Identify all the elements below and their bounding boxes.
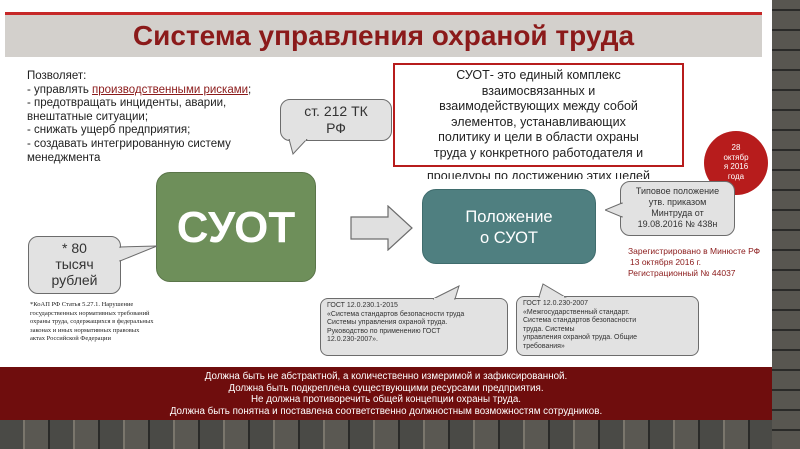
slide: Система управления охраной труда Позволя… bbox=[0, 0, 772, 420]
slide-title: Система управления охраной труда bbox=[132, 20, 635, 51]
fine-callout: * 80 тысяч рублей bbox=[28, 236, 158, 294]
callout-tail bbox=[432, 285, 460, 300]
background-brick-right bbox=[772, 0, 800, 449]
gost2-line: ГОСТ 12.0.230-2007 bbox=[523, 300, 589, 307]
tipovoe-line: Минтруда от bbox=[651, 208, 704, 218]
suot-def-line: труда у конкретного работодателя и bbox=[433, 145, 644, 160]
title-accent-line bbox=[5, 12, 762, 15]
article-212-line2: РФ bbox=[326, 120, 346, 136]
tipovoe-line: утв. приказом bbox=[648, 197, 707, 207]
footnote-line: *КоАП РФ Статья 5.27.1. Нарушение bbox=[30, 301, 134, 308]
callout-tail bbox=[538, 283, 567, 298]
date-badge-month: октябр bbox=[723, 152, 749, 162]
callout-tail bbox=[288, 139, 308, 155]
allows-item-integrated: - создавать интегрированную систему bbox=[27, 137, 231, 150]
requirement-line: Должна быть не абстрактной, а количестве… bbox=[204, 371, 568, 382]
fine-line: рублей bbox=[51, 272, 98, 288]
registration-line: Зарегистрировано в Минюсте РФ bbox=[628, 246, 761, 256]
fine-line: * 80 bbox=[62, 240, 87, 256]
gost-2015-callout: ГОСТ 12.0.230.1-2015 «Система стандартов… bbox=[320, 285, 508, 356]
suot-def-line: политику и цели в области охраны bbox=[438, 130, 639, 144]
callout-tail bbox=[119, 245, 158, 262]
background-brick-bottom bbox=[0, 420, 800, 449]
callout-tail bbox=[605, 202, 623, 218]
polozhenie-line1: Положение bbox=[465, 208, 553, 226]
gost2-line: труда. Системы bbox=[523, 325, 575, 333]
suot-def-line: элементов, устанавливающих bbox=[451, 114, 626, 129]
suot-def-cut-line: процедуры по достижению этих целей bbox=[427, 169, 650, 179]
footnote-line: охраны труда, содержащихся в федеральных bbox=[30, 318, 154, 326]
suot-def-line: взаимосвязанных и bbox=[481, 83, 596, 98]
allows-item-risks: - управлять производственными рисками; bbox=[27, 83, 252, 96]
gost2-line: требования» bbox=[523, 342, 565, 350]
suot-definition-box: СУОТ- это единый комплекс взаимосвязанны… bbox=[393, 63, 684, 179]
date-badge-day: 28 bbox=[731, 143, 741, 152]
requirements-bar: Должна быть не абстрактной, а количестве… bbox=[0, 367, 772, 420]
allows-item-damage: - снижать ущерб предприятия; bbox=[27, 124, 191, 137]
allows-list: Позволяет: - управлять производственными… bbox=[27, 70, 277, 165]
date-badge-year: я 2016 bbox=[723, 162, 749, 171]
date-badge-suffix: года bbox=[727, 171, 745, 181]
gost2-line: Система стандартов безопасности bbox=[523, 317, 637, 325]
article-212-line1: ст. 212 ТК bbox=[304, 103, 368, 119]
gost1-line: 12.0.230-2007». bbox=[327, 336, 378, 344]
gost-2007-callout: ГОСТ 12.0.230-2007 «Межгосударственный с… bbox=[516, 283, 699, 356]
gost1-line: Руководство по применению ГОСТ bbox=[327, 327, 441, 335]
allows-item-prevent-cont: внештатные ситуации; bbox=[27, 110, 149, 123]
footnote-line: актах Российской Федерации bbox=[30, 335, 111, 343]
allows-heading: Позволяет: bbox=[27, 70, 87, 82]
gost2-line: «Межгосударственный стандарт. bbox=[523, 308, 630, 316]
gost1-line: ГОСТ 12.0.230.1-2015 bbox=[327, 302, 398, 309]
allows-item-prevent: - предотвращать инциденты, аварии, bbox=[27, 97, 227, 110]
footnote-line: государственных нормативных требований bbox=[30, 309, 150, 317]
suot-def-line: СУОТ- это единый комплекс bbox=[456, 68, 621, 82]
polozhenie-box: Положение о СУОТ bbox=[422, 189, 596, 264]
requirement-line: Должна быть подкреплена существующими ре… bbox=[228, 382, 544, 394]
footnote-line: законах и иных нормативных правовых bbox=[30, 326, 140, 334]
gost1-line: «Система стандартов безопасности труда bbox=[327, 310, 465, 318]
tipovoe-line: 19.08.2016 № 438н bbox=[637, 219, 718, 229]
requirement-line: Не должна противоречить общей концепции … bbox=[250, 394, 522, 406]
requirement-line: Должна быть понятна и поставлена соответ… bbox=[169, 406, 603, 418]
gost1-line: Системы управления охраной труда. bbox=[327, 319, 448, 327]
koap-footnote: *КоАП РФ Статья 5.27.1. Нарушение госуда… bbox=[30, 301, 210, 344]
arrow-right-icon bbox=[350, 205, 413, 251]
registration-line: 13 октября 2016 г. bbox=[630, 257, 702, 267]
allows-item-integrated-cont: менеджмента bbox=[27, 151, 101, 164]
registration-note: Зарегистрировано в Минюсте РФ 13 октября… bbox=[628, 246, 776, 279]
suot-box: СУОТ bbox=[156, 172, 316, 282]
article-212-callout: ст. 212 ТК РФ bbox=[280, 99, 392, 155]
fine-line: тысяч bbox=[55, 256, 94, 272]
title-bar: Система управления охраной труда bbox=[5, 12, 762, 57]
polozhenie-line2: о СУОТ bbox=[480, 229, 538, 247]
tipovoe-line: Типовое положение bbox=[635, 186, 720, 196]
tipovoe-callout: Типовое положение утв. приказом Минтруда… bbox=[605, 181, 735, 236]
gost2-line: управления охраной труда. Общие bbox=[523, 334, 638, 342]
registration-line: Регистрационный № 44037 bbox=[628, 268, 736, 278]
risks-link[interactable]: производственными рисками bbox=[92, 83, 249, 96]
suot-def-line: взаимодействующих между собой bbox=[439, 99, 638, 113]
